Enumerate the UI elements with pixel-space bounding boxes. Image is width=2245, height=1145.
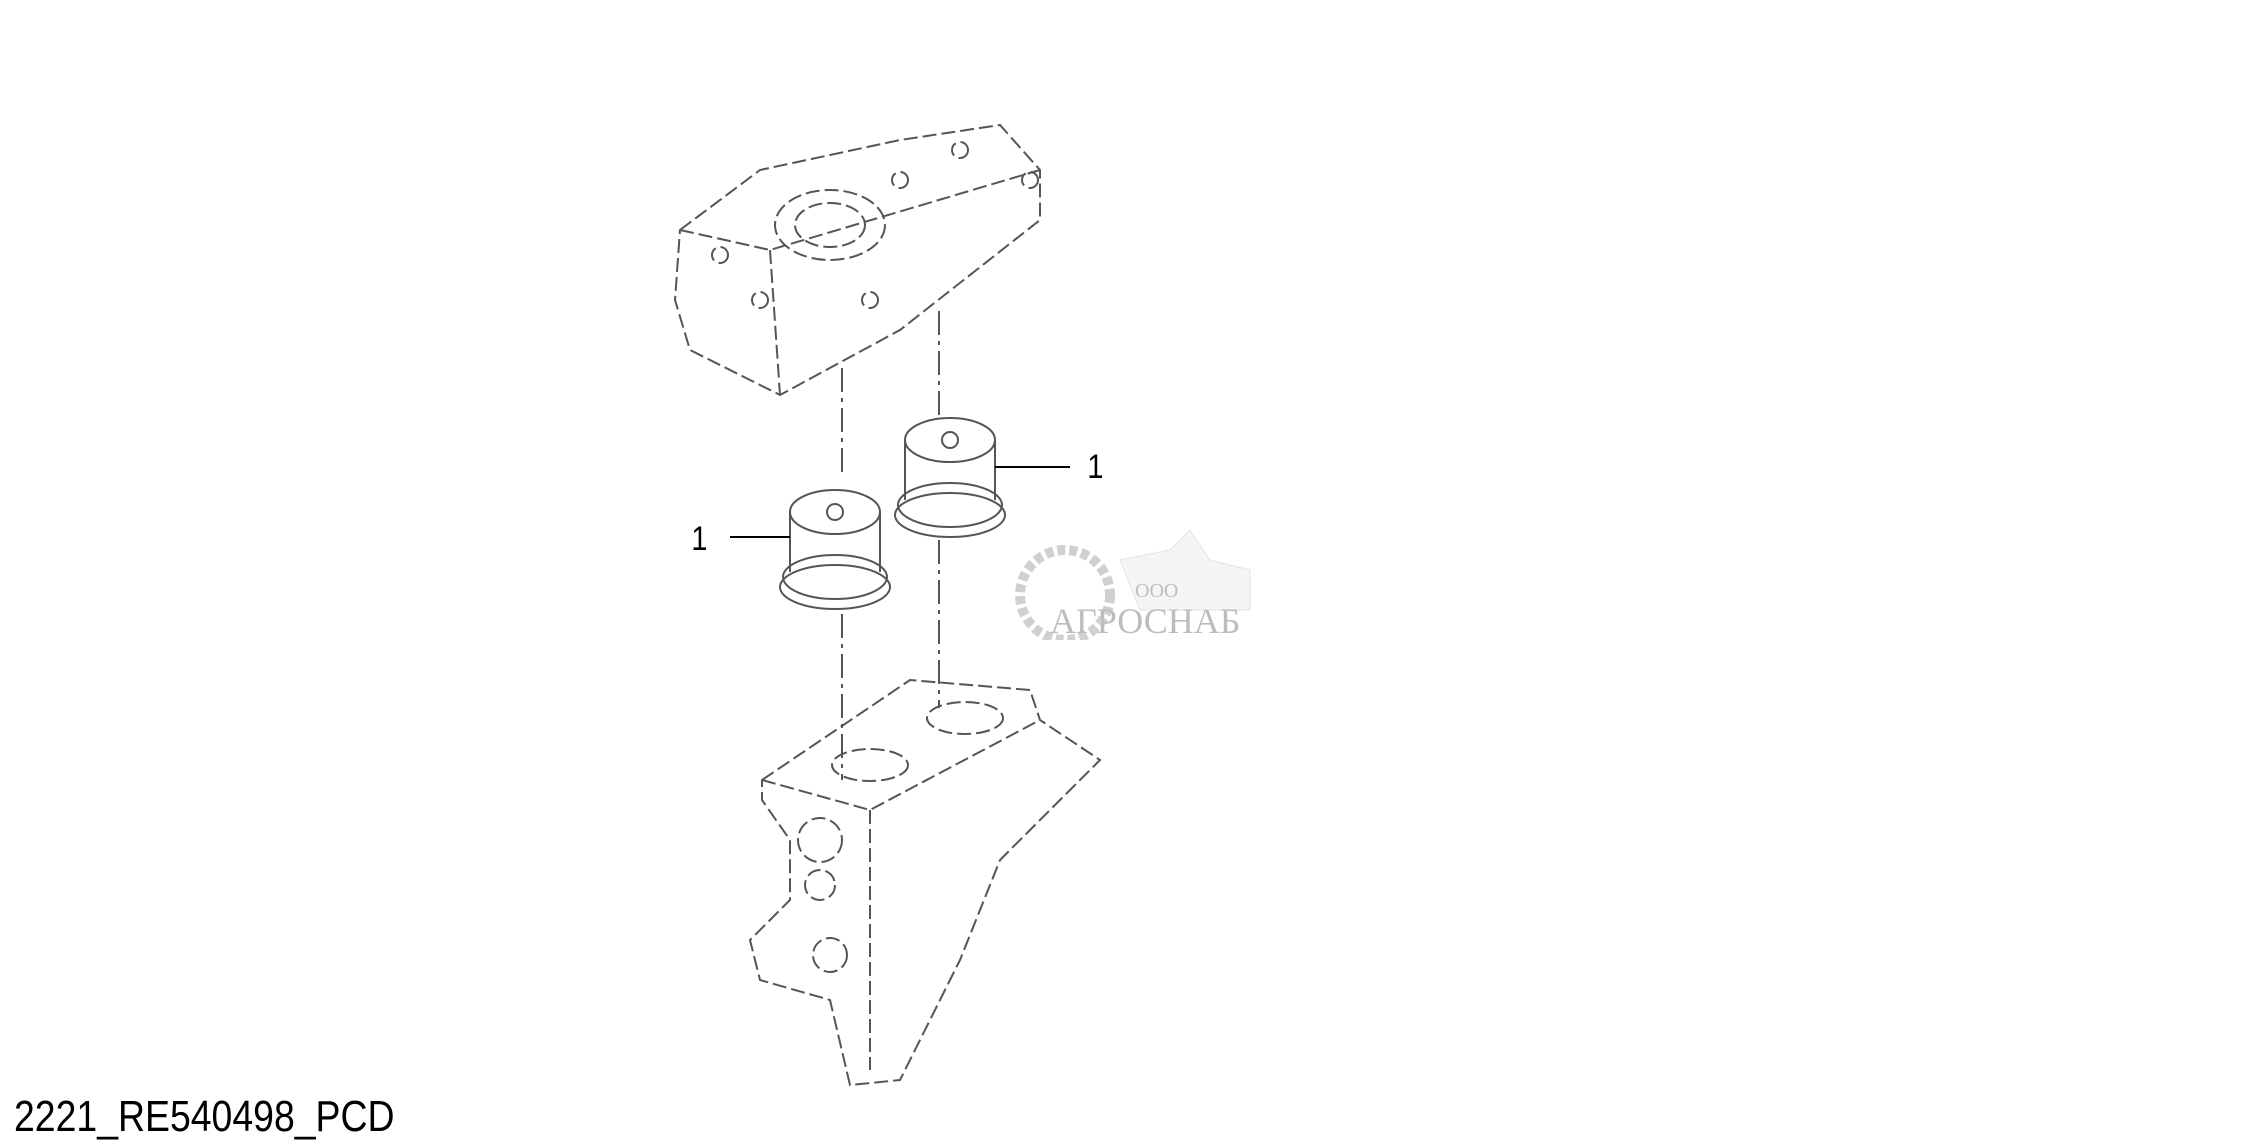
upper-housing	[673, 123, 1041, 397]
leader-lines	[730, 466, 1070, 538]
callout-label-right: 1	[1087, 448, 1104, 486]
watermark-name: АГРОСНАБ	[1050, 601, 1241, 641]
thermostat-right	[894, 417, 1006, 538]
lower-housing	[748, 678, 1102, 1087]
callout-label-left: 1	[691, 520, 708, 558]
combine-harvester-logo	[1015, 529, 1251, 645]
assembly-lines	[841, 311, 940, 780]
agrosnab-watermark: ООО АГРОСНАБ	[1010, 500, 1270, 645]
thermostat-left	[779, 489, 891, 610]
watermark-prefix: ООО	[1135, 580, 1179, 602]
diagram-caption: 2221_RE540498_PCD	[14, 1092, 395, 1141]
